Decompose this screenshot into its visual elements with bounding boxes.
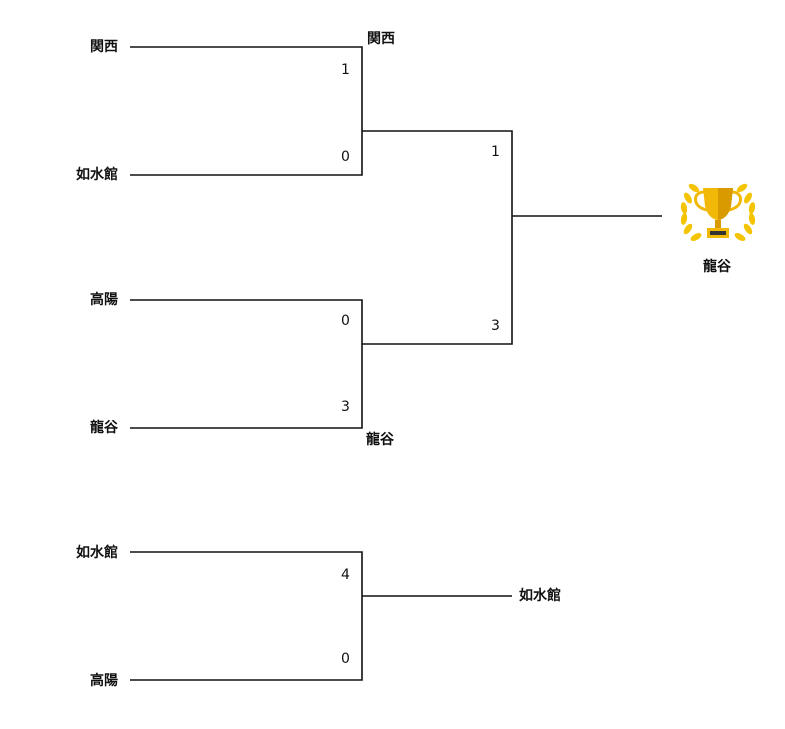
semi1-bracket-line bbox=[130, 46, 363, 176]
semi1-bottom-score: 0 bbox=[341, 149, 350, 165]
final-top-score: 1 bbox=[491, 144, 500, 160]
semi1-top-team: 関西 bbox=[90, 39, 118, 55]
bracket-lines bbox=[130, 46, 662, 681]
trophy-icon bbox=[680, 183, 756, 241]
semi2-bottom-team: 龍谷 bbox=[90, 420, 118, 436]
semi2-top-team: 高陽 bbox=[90, 292, 118, 308]
third-place-bracket-line bbox=[130, 551, 363, 681]
third-winner: 如水館 bbox=[519, 588, 561, 604]
semi1-bottom-team: 如水館 bbox=[76, 167, 118, 183]
semi1-winner: 関西 bbox=[367, 31, 395, 47]
semi1-top-score: 1 bbox=[341, 62, 350, 78]
third-bottom-score: 0 bbox=[341, 651, 350, 667]
semi2-bracket-line bbox=[130, 299, 363, 429]
semi2-bottom-score: 3 bbox=[341, 399, 350, 415]
champion-name: 龍谷 bbox=[703, 259, 731, 275]
third-top-team: 如水館 bbox=[76, 545, 118, 561]
final-bracket-line bbox=[362, 130, 513, 345]
final-bottom-score: 3 bbox=[491, 318, 500, 334]
third-bottom-team: 高陽 bbox=[90, 673, 118, 689]
semi2-top-score: 0 bbox=[341, 313, 350, 329]
third-top-score: 4 bbox=[341, 567, 350, 583]
semi2-winner: 龍谷 bbox=[366, 432, 394, 448]
